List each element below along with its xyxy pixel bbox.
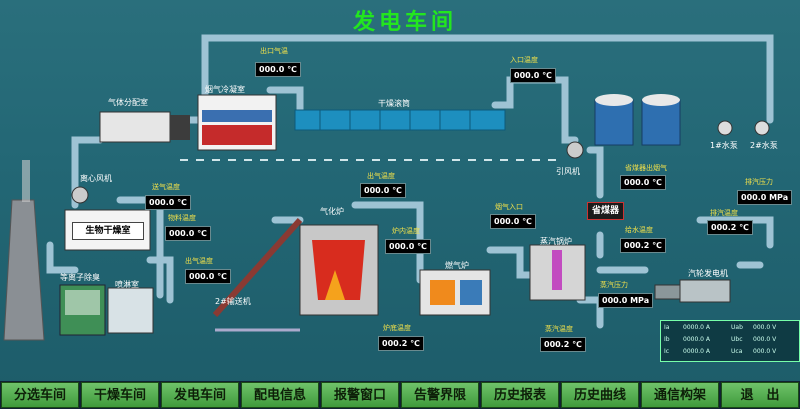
chimney: [3, 199, 45, 341]
conveyor: [212, 217, 303, 318]
value-gasifier-out: 000.0 ℃: [360, 183, 406, 198]
nav-drying-workshop[interactable]: 干燥车间: [81, 382, 159, 408]
value-economizer-out: 000.0 ℃: [620, 175, 666, 190]
value-material-temp: 000.0 ℃: [165, 226, 211, 241]
value-flue-in: 000.0 ℃: [490, 214, 536, 229]
label-exhaust-steam-temp: 排汽温度: [710, 209, 738, 217]
row1-c2: 0000.0 A: [683, 324, 711, 331]
value-exhaust-temp: 000.0 ℃: [185, 269, 231, 284]
row2-c4: 000.0 V: [753, 336, 777, 343]
label-flue-cooler: 烟气冷凝室: [205, 85, 245, 94]
label-induced-fan: 引风机: [556, 167, 580, 176]
row1-c4: 000.0 V: [753, 324, 777, 331]
spray-room: [107, 287, 154, 334]
label-furnace-bottom: 炉底温度: [383, 324, 411, 332]
label-exhaust-temp: 出气温度: [185, 257, 213, 265]
label-spray-room: 喷淋室: [115, 280, 139, 289]
label-pump-2: 2#水泵: [750, 141, 778, 150]
row2-c3: Ubc: [731, 336, 743, 343]
row1-c3: Uab: [731, 324, 743, 331]
row3-c1: Ic: [664, 348, 670, 355]
value-exhaust-steam-temp: 000.2 ℃: [707, 220, 753, 235]
gas-distribution-room: [99, 111, 171, 143]
value-supply-temp: 000.0 ℃: [145, 195, 191, 210]
label-flue-in: 烟气入口: [495, 203, 523, 211]
label-gasifier-out: 出气温度: [367, 172, 395, 180]
nav-power-workshop[interactable]: 发电车间: [161, 382, 239, 408]
value-furnace-bottom: 000.2 ℃: [378, 336, 424, 351]
induced-fan: [566, 141, 584, 159]
nav-exit[interactable]: 退 出: [721, 382, 799, 408]
pump-2: [754, 120, 770, 136]
label-exhaust-pressure: 排汽压力: [745, 178, 773, 186]
electrical-table: Ia 0000.0 A Uab 000.0 V Ib 0000.0 A Ubc …: [660, 320, 800, 362]
bottom-nav: 分选车间 干燥车间 发电车间 配电信息 报警窗口 告警界限 历史报表 历史曲线 …: [0, 381, 800, 409]
row3-c3: Uca: [731, 348, 743, 355]
row3-c2: 0000.0 A: [683, 348, 711, 355]
row2-c1: Ib: [664, 336, 670, 343]
label-steam-boiler: 蒸汽锅炉: [540, 237, 572, 246]
nav-sorting-workshop[interactable]: 分选车间: [1, 382, 79, 408]
label-pump-1: 1#水泵: [710, 141, 738, 150]
process-diagram: [3, 34, 774, 341]
label-plasma: 等离子除臭: [60, 273, 100, 282]
row1-c1: Ia: [664, 324, 670, 331]
pump-1: [717, 120, 733, 136]
nav-alarm-window[interactable]: 报警窗口: [321, 382, 399, 408]
label-material-temp: 物料温度: [168, 214, 196, 222]
row2-c2: 0000.0 A: [683, 336, 711, 343]
nav-history-curve[interactable]: 历史曲线: [561, 382, 639, 408]
label-combustion: 燃气炉: [445, 261, 469, 270]
label-steam-temp: 蒸汽温度: [545, 325, 573, 333]
value-inlet-temp: 000.0 ℃: [510, 68, 556, 83]
value-water-temp: 000.2 ℃: [620, 238, 666, 253]
page-title: 发电车间: [352, 9, 457, 35]
label-conveyor: 2#输送机: [215, 297, 251, 306]
value-steam-pressure: 000.0 MPa: [598, 293, 654, 308]
label-centrifugal-fan: 离心风机: [80, 174, 112, 183]
label-economizer-out: 省煤器出烟气: [625, 164, 667, 172]
label-steam-pressure: 蒸汽压力: [600, 281, 628, 289]
economizer: 省煤器: [587, 202, 624, 220]
label-water-temp: 给水温度: [625, 226, 653, 234]
value-boiler-out: 000.2 ℃: [540, 337, 586, 352]
turbine-generator: [679, 279, 731, 303]
value-gasifier-furnace: 000.0 ℃: [385, 239, 431, 254]
label-turbine: 汽轮发电机: [688, 269, 728, 278]
nav-alarm-limits[interactable]: 告警界限: [401, 382, 479, 408]
value-outlet-temp: 000.0 ℃: [255, 62, 301, 77]
nav-history-report[interactable]: 历史报表: [481, 382, 559, 408]
centrifugal-fan: [71, 186, 89, 204]
label-supply-temp: 送气温度: [152, 183, 180, 191]
nav-distribution-info[interactable]: 配电信息: [241, 382, 319, 408]
tank-2: [641, 99, 681, 146]
row3-c4: 000.0 V: [753, 348, 777, 355]
label-outlet-temp: 出口气温: [260, 47, 288, 55]
nav-comm-architecture[interactable]: 通信构架: [641, 382, 719, 408]
label-dryer-drum: 干燥滚筒: [378, 99, 410, 108]
bio-dryer-label: 生物干燥室: [72, 222, 144, 240]
value-exhaust-pressure: 000.0 MPa: [737, 190, 793, 205]
label-gasifier-furnace: 炉内温度: [392, 227, 420, 235]
label-inlet-temp: 入口温度: [510, 56, 538, 64]
tank-1: [594, 99, 634, 146]
label-gasifier: 气化炉: [320, 207, 344, 216]
dryer-drum: [294, 109, 506, 131]
label-gas-distribution: 气体分配室: [108, 98, 148, 107]
